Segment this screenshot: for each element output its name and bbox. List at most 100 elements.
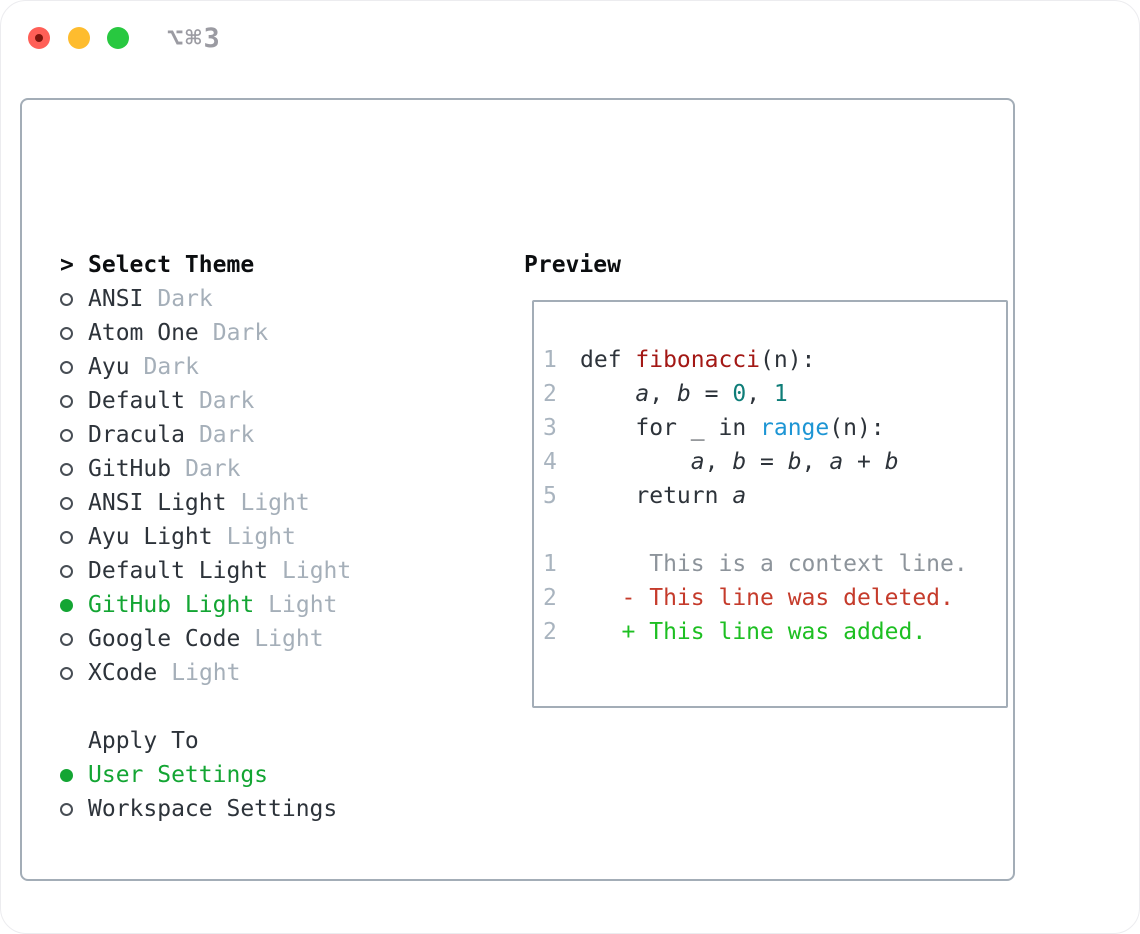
option-variant-tag: Dark [198, 388, 255, 414]
option-label: Google Code [88, 626, 241, 652]
radio-icon [60, 496, 73, 510]
select-theme-header: > Select Theme [60, 248, 448, 282]
option-variant-tag: Dark [157, 286, 213, 312]
radio-icon [60, 292, 73, 306]
code-segment-v: b [676, 381, 691, 407]
option-variant-tag: Dark [143, 354, 199, 380]
theme-option[interactable]: Ayu Light Light [60, 520, 448, 554]
code-segment-num: 0 [732, 381, 747, 407]
theme-option[interactable]: ANSI Light Light [60, 486, 448, 520]
line-number: 4 [543, 449, 557, 475]
code-segment-v: a [690, 449, 705, 475]
option-label: User Settings [88, 762, 269, 788]
hint-line-1: (Use Enter to select, Tab to [60, 928, 448, 933]
option-variant-tag: Light [240, 490, 310, 516]
code-segment-k [580, 445, 691, 479]
line-number: 1 [543, 347, 557, 373]
spacer [60, 826, 448, 860]
option-label: XCode [88, 660, 158, 686]
theme-option[interactable]: GitHub Light Light [60, 588, 448, 622]
preview-title: Preview [524, 252, 621, 278]
code-segment-del: - This line was deleted. [580, 585, 954, 611]
option-label: ANSI [88, 286, 144, 312]
maximize-button[interactable] [107, 27, 129, 49]
radio-icon [60, 428, 73, 442]
theme-option[interactable]: ANSI Dark [60, 282, 448, 316]
code-segment-k: (n): [829, 415, 885, 441]
close-dot-icon [35, 34, 43, 42]
code-line: 1 This is a context line. [543, 547, 998, 581]
apply-to-option[interactable]: Workspace Settings [60, 792, 448, 826]
option-label: GitHub [88, 456, 172, 482]
preview-header: Preview [524, 248, 621, 282]
code-segment-num: 1 [773, 381, 788, 407]
minimize-button[interactable] [68, 27, 90, 49]
apply-to-title: Apply To [88, 728, 199, 754]
code-segment-k: = [690, 381, 733, 407]
code-line: 3 for _ in range(n): [543, 411, 998, 445]
code-segment-ctx: This is a context line. [580, 551, 968, 577]
line-number: 3 [543, 415, 557, 441]
window-title: ⌥⌘3 [167, 23, 222, 54]
code-segment-v: b [787, 449, 802, 475]
code-segment-k: = [746, 449, 788, 475]
theme-option[interactable]: Default Light Light [60, 554, 448, 588]
option-variant-tag: Light [226, 524, 296, 550]
code-line: 4 a, b = b, a + b [543, 445, 998, 479]
option-variant-tag: Light [282, 558, 352, 584]
option-label: Ayu [88, 354, 130, 380]
code-line: 1 def fibonacci(n): [543, 343, 998, 377]
code-segment-v: b [884, 449, 899, 475]
line-number: 2 [543, 381, 557, 407]
option-label: Workspace Settings [88, 796, 338, 822]
line-number: 5 [543, 483, 557, 509]
code-segment-k: return [580, 483, 733, 509]
code-segment-k: def [580, 347, 636, 373]
code-segment-k [580, 377, 635, 411]
code-segment-call: range [760, 415, 830, 441]
option-label: Atom One [88, 320, 199, 346]
code-segment-k: , [801, 449, 830, 475]
radio-selected-icon [60, 768, 73, 782]
line-number: 2 [543, 619, 557, 645]
line-number: 1 [543, 551, 557, 577]
radio-icon [60, 666, 73, 680]
radio-selected-icon [60, 598, 73, 612]
code-line: 5 return a [543, 479, 998, 513]
option-variant-tag: Light [254, 626, 324, 652]
code-segment-v: a [829, 449, 844, 475]
apply-to-header: Apply To [60, 724, 448, 758]
option-variant-tag: Light [268, 592, 338, 618]
option-label: Ayu Light [88, 524, 213, 550]
theme-option[interactable]: Ayu Dark [60, 350, 448, 384]
radio-icon [60, 462, 73, 476]
select-theme-title: Select Theme [88, 252, 255, 278]
option-label: ANSI Light [88, 490, 227, 516]
radio-icon [60, 394, 73, 408]
radio-icon [60, 802, 73, 816]
radio-icon [60, 632, 73, 646]
blank-line [543, 513, 998, 547]
radio-icon [60, 564, 73, 578]
code-segment-k: (n): [760, 347, 816, 373]
option-label: Default Light [88, 558, 269, 584]
cursor-icon: > [60, 252, 74, 278]
code-segment-fn: fibonacci [635, 347, 761, 373]
close-button[interactable] [28, 27, 50, 49]
option-label: GitHub Light [88, 592, 255, 618]
code-segment-add: + This line was added. [580, 619, 927, 645]
apply-to-option[interactable]: User Settings [60, 758, 448, 792]
spacer [60, 690, 448, 724]
theme-option[interactable]: Google Code Light [60, 622, 448, 656]
radio-icon [60, 530, 73, 544]
code-segment-k: + [843, 449, 885, 475]
